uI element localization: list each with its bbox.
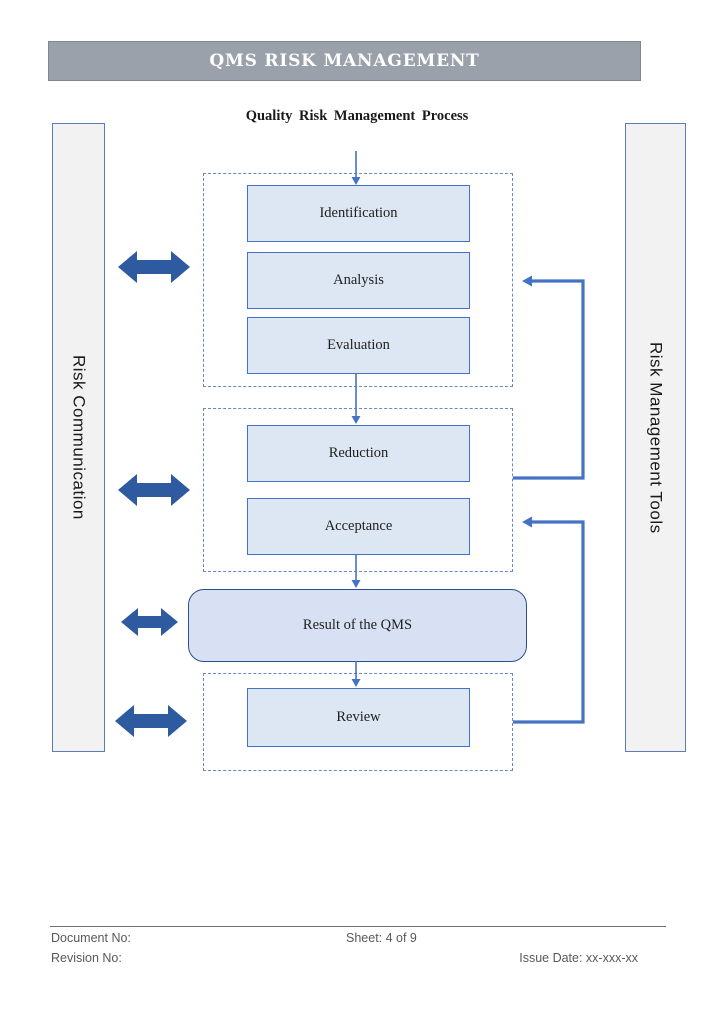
- review-group-frame: [203, 673, 513, 771]
- flow-step-evaluation: Evaluation: [247, 317, 470, 374]
- flow-step-result: Result of the QMS: [188, 589, 527, 662]
- double-arrow-control-icon: [118, 474, 190, 506]
- footer-issue-date: Issue Date: xx-xxx-xx: [519, 951, 638, 965]
- flow-step-review: Review: [247, 688, 470, 747]
- flow-step-reduction: Reduction: [247, 425, 470, 482]
- feedback-arrow-control-to-assessment-icon: [513, 275, 585, 480]
- double-arrow-result-icon: [121, 608, 178, 636]
- double-arrow-assessment-icon: [118, 251, 190, 283]
- footer-divider: [50, 926, 666, 927]
- footer-revision-no: Revision No:: [51, 951, 122, 965]
- footer-document-no: Document No:: [51, 931, 131, 945]
- footer-sheet-number: Sheet: 4 of 9: [346, 931, 417, 945]
- risk-management-tools-label: Risk Management Tools: [646, 341, 666, 534]
- flow-step-acceptance: Acceptance: [247, 498, 470, 555]
- control-group-frame: [203, 408, 513, 572]
- flow-step-identification: Identification: [247, 185, 470, 242]
- flow-step-analysis: Analysis: [247, 252, 470, 309]
- risk-communication-label: Risk Communication: [69, 355, 89, 520]
- page-header-bar: QMS RISK MANAGEMENT: [48, 41, 641, 81]
- diagram-title: Quality Risk Management Process: [245, 108, 469, 124]
- page-header-title: QMS RISK MANAGEMENT: [209, 51, 480, 71]
- assessment-group-frame: [203, 173, 513, 387]
- risk-management-tools-rail: Risk Management Tools: [625, 123, 686, 752]
- double-arrow-review-icon: [115, 705, 187, 737]
- risk-communication-rail: Risk Communication: [52, 123, 105, 752]
